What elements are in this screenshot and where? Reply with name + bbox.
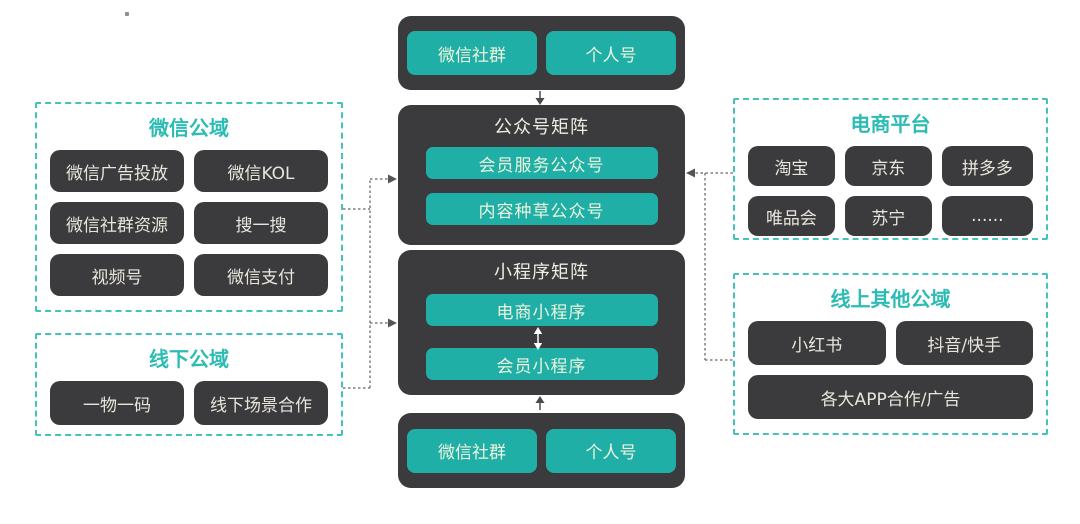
down-arrow-head bbox=[535, 98, 545, 105]
ecommerce-grid: 淘宝 京东 拼多多 唯品会 苏宁 ...... bbox=[735, 146, 1046, 236]
group-wechat-public-domain: 微信公域 微信广告投放 微信KOL 微信社群资源 搜一搜 视频号 微信支付 bbox=[35, 102, 343, 312]
wechat-public-grid: 微信广告投放 微信KOL 微信社群资源 搜一搜 视频号 微信支付 bbox=[37, 150, 341, 296]
node-search: 搜一搜 bbox=[194, 202, 328, 244]
mini-program-matrix-box: 小程序矩阵 电商小程序 会员小程序 bbox=[398, 250, 685, 395]
node-wechat-group-resources: 微信社群资源 bbox=[50, 202, 184, 244]
online-other-grid: 小红书 抖音/快手 bbox=[735, 321, 1046, 365]
arrowhead-into-official-right bbox=[686, 168, 695, 178]
badge-personal-account-top: 个人号 bbox=[546, 31, 676, 75]
group-offline-public-domain: 线下公域 一物一码 线下场景合作 bbox=[35, 333, 343, 436]
node-jd: 京东 bbox=[844, 146, 932, 186]
offline-public-grid: 一物一码 线下场景合作 bbox=[37, 381, 341, 425]
node-offline-scene-coop: 线下场景合作 bbox=[194, 381, 328, 425]
node-wechat-pay: 微信支付 bbox=[194, 254, 328, 296]
node-xiaohongshu: 小红书 bbox=[748, 321, 886, 365]
node-wechat-ads: 微信广告投放 bbox=[50, 150, 184, 192]
group-title-wechat-public: 微信公域 bbox=[149, 116, 229, 140]
node-pinduoduo: 拼多多 bbox=[941, 146, 1033, 186]
node-video-channels: 视频号 bbox=[50, 254, 184, 296]
official-account-matrix-box: 公众号矩阵 会员服务公众号 内容种草公众号 bbox=[398, 105, 685, 245]
badge-member-mini-program: 会员小程序 bbox=[425, 348, 658, 380]
node-app-coop-ads: 各大APP合作/广告 bbox=[748, 375, 1033, 419]
node-vipshop: 唯品会 bbox=[748, 196, 835, 236]
group-title-online-other: 线上其他公域 bbox=[830, 287, 951, 311]
right-connectors bbox=[694, 172, 733, 361]
group-title-offline-public: 线下公域 bbox=[149, 347, 229, 371]
badge-wechat-group-bottom: 微信社群 bbox=[407, 428, 537, 473]
badge-personal-account-bottom: 个人号 bbox=[546, 428, 676, 473]
group-online-other-public-domain: 线上其他公域 小红书 抖音/快手 各大APP合作/广告 bbox=[733, 273, 1048, 435]
stray-dot bbox=[125, 12, 129, 16]
node-douyin-kuaishou: 抖音/快手 bbox=[895, 321, 1033, 365]
up-arrow-head bbox=[535, 396, 545, 403]
badge-member-service-account: 会员服务公众号 bbox=[425, 147, 658, 179]
group-title-ecommerce: 电商平台 bbox=[850, 112, 931, 136]
node-ellipsis: ...... bbox=[941, 196, 1033, 236]
badge-ecommerce-mini-program: 电商小程序 bbox=[425, 294, 658, 326]
arrowhead-into-mini-left bbox=[388, 318, 397, 328]
mini-program-matrix-title: 小程序矩阵 bbox=[494, 262, 589, 283]
badge-content-seeding-account: 内容种草公众号 bbox=[425, 193, 658, 225]
official-account-matrix-title: 公众号矩阵 bbox=[494, 117, 589, 138]
badge-wechat-group-top: 微信社群 bbox=[407, 31, 537, 75]
top-wechat-community-box: 微信社群 个人号 bbox=[398, 16, 685, 90]
group-ecommerce-platforms: 电商平台 淘宝 京东 拼多多 唯品会 苏宁 ...... bbox=[733, 98, 1048, 240]
node-wechat-kol: 微信KOL bbox=[194, 150, 328, 192]
left-connectors bbox=[343, 178, 389, 389]
node-suning: 苏宁 bbox=[844, 196, 932, 236]
arrowhead-into-official-left bbox=[388, 174, 397, 184]
node-taobao: 淘宝 bbox=[748, 146, 835, 186]
bottom-wechat-community-box: 微信社群 个人号 bbox=[398, 413, 685, 488]
node-one-item-one-code: 一物一码 bbox=[50, 381, 184, 425]
